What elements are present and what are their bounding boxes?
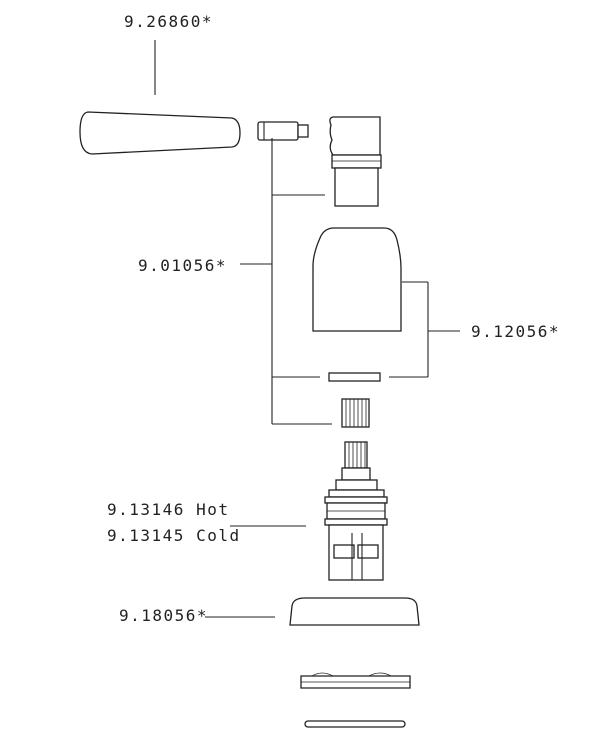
label-cartridge-cold: 9.13145 Cold — [107, 526, 241, 545]
washer-ring — [328, 372, 381, 382]
label-cover-part-number: 9.12056* — [471, 322, 561, 341]
cover-group-bracket — [389, 281, 460, 378]
adapter-group-bracket — [240, 138, 332, 425]
label-handle-part-number: 9.26860* — [124, 12, 214, 31]
flange-cap — [205, 597, 420, 626]
handle-lever — [79, 40, 241, 155]
o-ring — [304, 720, 406, 728]
cover-shroud — [312, 227, 402, 332]
spline-adapter — [341, 398, 370, 428]
label-cartridge-hot: 9.13146 Hot — [107, 500, 230, 519]
ceramic-cartridge — [230, 441, 388, 581]
handle-adapter — [329, 116, 382, 207]
lock-nut — [300, 672, 411, 689]
label-adapter-part-number: 9.01056* — [138, 256, 228, 275]
set-pin — [257, 121, 309, 141]
label-flange-part-number: 9.18056* — [119, 606, 209, 625]
